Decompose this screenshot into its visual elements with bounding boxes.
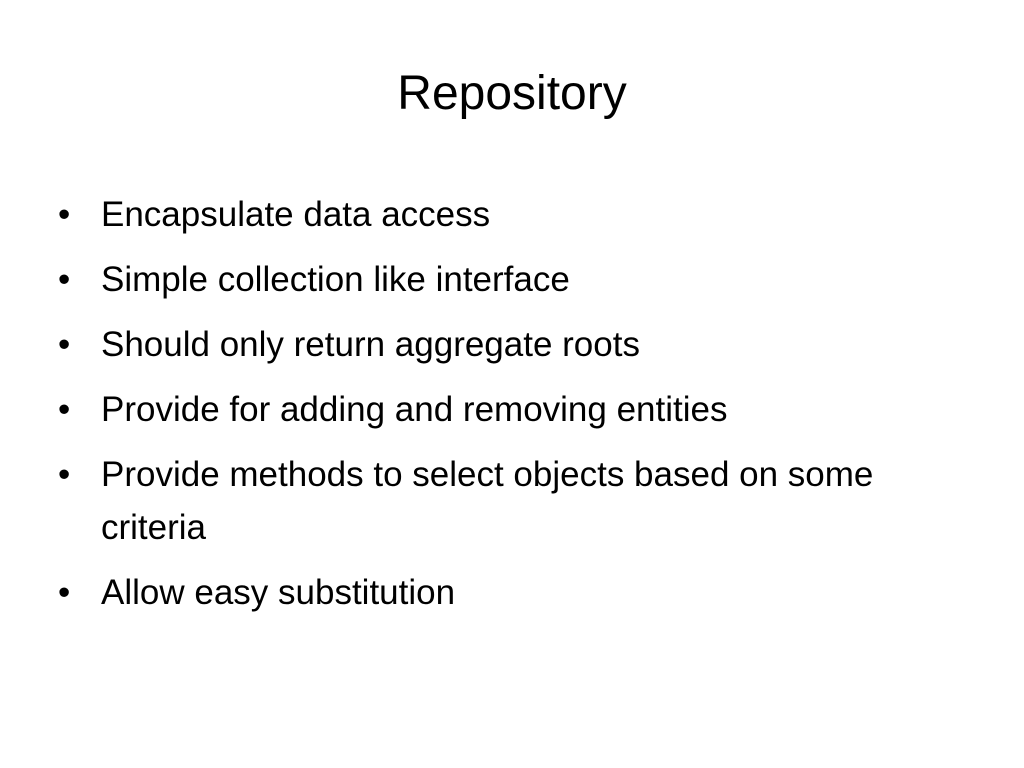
bullet-item: • Should only return aggregate roots — [58, 318, 938, 371]
bullet-text: Provide for adding and removing entities — [101, 390, 728, 429]
bullet-text: Simple collection like interface — [101, 260, 570, 299]
bullet-item: • Provide methods to select objects base… — [58, 448, 938, 554]
bullet-marker: • — [58, 325, 71, 364]
bullet-text: Allow easy substitution — [101, 573, 456, 612]
bullet-text: Should only return aggregate roots — [101, 325, 640, 364]
slide-title: Repository — [397, 67, 627, 120]
bullet-list: • Encapsulate data access • Simple colle… — [58, 188, 938, 631]
bullet-text: Provide methods to select objects based … — [101, 455, 874, 547]
bullet-marker: • — [58, 390, 71, 429]
bullet-marker: • — [58, 455, 71, 494]
bullet-marker: • — [58, 573, 71, 612]
bullet-item: • Simple collection like interface — [58, 253, 938, 306]
bullet-item: • Encapsulate data access — [58, 188, 938, 241]
bullet-item: • Provide for adding and removing entiti… — [58, 383, 938, 436]
bullet-marker: • — [58, 260, 71, 299]
bullet-item: • Allow easy substitution — [58, 566, 938, 619]
bullet-marker: • — [58, 195, 71, 234]
bullet-text: Encapsulate data access — [101, 195, 491, 234]
